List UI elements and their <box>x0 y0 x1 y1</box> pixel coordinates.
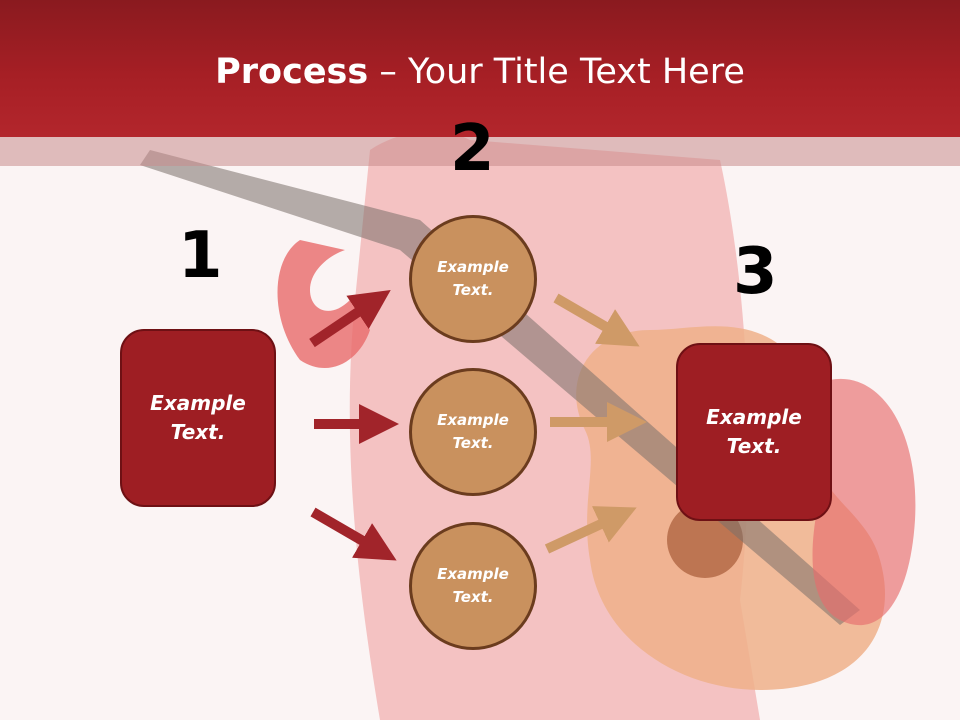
right-box-text: Example Text. <box>706 405 802 458</box>
circle-bottom: Example Text. <box>409 522 537 650</box>
circle-middle: Example Text. <box>409 368 537 496</box>
circle-top: Example Text. <box>409 215 537 343</box>
circle-middle-text: Example Text. <box>437 411 509 452</box>
step-number-1: 1 <box>178 219 223 293</box>
title-bar <box>0 0 960 137</box>
arrow-left-up <box>309 290 391 348</box>
circle-top-text: Example Text. <box>437 258 509 299</box>
arrow-right-down <box>544 506 637 554</box>
title-bold: Process <box>215 52 369 92</box>
circle-bottom-text: Example Text. <box>437 565 509 606</box>
step-number-3: 3 <box>733 235 778 309</box>
arrow-left-down <box>310 507 397 561</box>
left-box-text: Example Text. <box>150 391 246 444</box>
step-number-2: 2 <box>450 112 495 186</box>
arrow-right-up <box>553 293 640 347</box>
left-text-box: Example Text. <box>120 329 276 507</box>
title-rest: – Your Title Text Here <box>368 52 745 92</box>
slide-title: Process – Your Title Text Here <box>0 52 960 92</box>
right-text-box: Example Text. <box>676 343 832 521</box>
title-bar-band <box>0 137 960 166</box>
